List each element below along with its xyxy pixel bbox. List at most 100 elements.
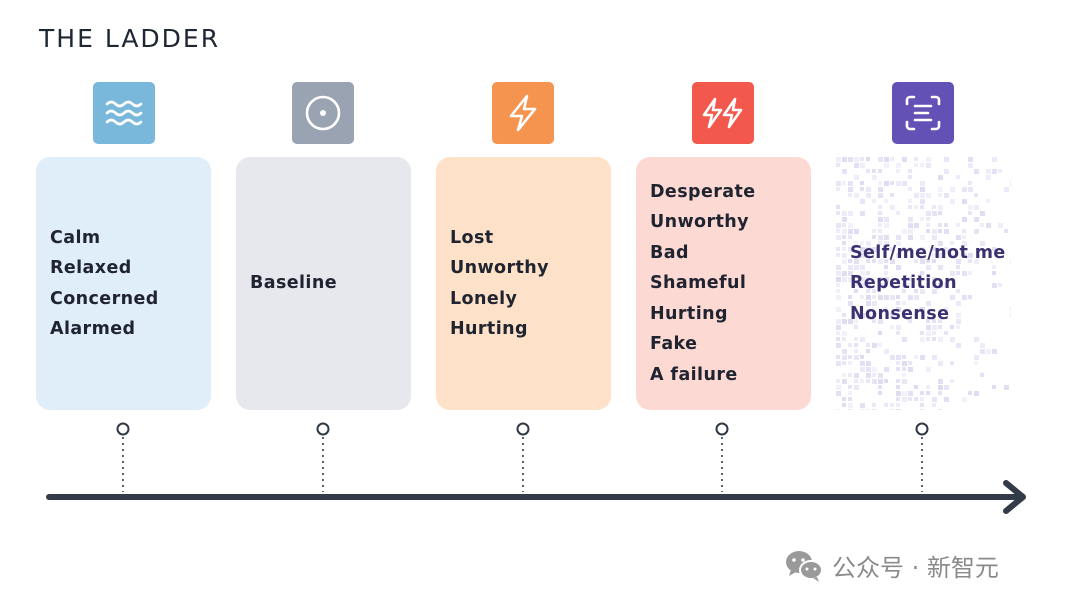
noise-pixel [956, 223, 960, 227]
noise-pixel [866, 295, 871, 300]
circle-dot-icon [292, 82, 354, 144]
noise-pixel [842, 211, 847, 216]
noise-pixel [908, 223, 913, 228]
noise-pixel [872, 289, 876, 293]
noise-pixel [854, 241, 858, 245]
noise-pixel [902, 181, 907, 186]
noise-pixel [878, 283, 883, 288]
noise-pixel [890, 325, 894, 329]
noise-pixel [836, 319, 841, 324]
noise-pixel [950, 253, 954, 257]
noise-pixel [980, 373, 984, 377]
noise-pixel [854, 289, 858, 293]
noise-pixel [860, 253, 865, 258]
noise-pixel [872, 235, 876, 239]
noise-pixel [842, 313, 846, 317]
noise-pixel [1010, 313, 1011, 317]
noise-pixel [896, 295, 900, 299]
noise-pixel [950, 199, 955, 204]
noise-pixel [866, 367, 871, 372]
noise-pixel [896, 169, 900, 173]
noise-pixel [860, 157, 864, 161]
noise-pixel [884, 223, 889, 228]
noise-pixel [980, 241, 985, 246]
noise-pixel [908, 295, 913, 300]
noise-pixel [842, 235, 846, 239]
noise-pixel [884, 235, 889, 240]
noise-pixel [884, 295, 889, 300]
noise-pixel [890, 403, 894, 407]
noise-pixel [848, 271, 853, 276]
noise-pixel [848, 229, 853, 234]
noise-pixel [896, 361, 900, 365]
noise-pixel [938, 253, 943, 258]
noise-pixel [878, 295, 883, 300]
noise-pixel [848, 319, 853, 324]
noise-pixel [836, 235, 841, 240]
stage-word: Concerned [50, 288, 159, 309]
noise-pixel [878, 211, 882, 215]
noise-pixel [920, 337, 925, 342]
noise-pixel [872, 367, 877, 372]
noise-pixel [968, 181, 972, 185]
stage-word: Fake [650, 334, 698, 355]
noise-pixel [884, 271, 888, 275]
noise-pixel [842, 229, 847, 234]
noise-pixel [890, 409, 894, 410]
noise-pixel [938, 283, 943, 288]
noise-pixel [986, 175, 991, 180]
noise-pixel [896, 241, 901, 246]
noise-pixel [902, 283, 907, 288]
noise-pixel [848, 301, 853, 306]
marker-circle [915, 422, 929, 436]
noise-pixel [926, 163, 931, 168]
noise-pixel [842, 373, 846, 377]
noise-pixel [860, 367, 865, 372]
noise-pixel [860, 337, 865, 342]
noise-pixel [992, 247, 996, 251]
noise-pixel [920, 259, 925, 264]
noise-pixel [836, 331, 840, 335]
noise-pixel [842, 217, 847, 222]
noise-pixel [950, 379, 954, 383]
noise-pixel [920, 307, 925, 312]
noise-pixel [854, 379, 858, 383]
text-scan-icon [892, 82, 954, 144]
noise-pixel [884, 181, 889, 186]
noise-pixel [956, 235, 961, 240]
noise-pixel [926, 259, 930, 263]
noise-pixel [896, 181, 901, 186]
noise-pixel [878, 193, 883, 198]
noise-pixel [854, 349, 858, 353]
noise-pixel [1010, 259, 1011, 264]
noise-pixel [956, 343, 961, 348]
noise-pixel [914, 205, 918, 209]
noise-pixel [848, 211, 853, 216]
noise-pixel [848, 295, 852, 299]
noise-pixel [836, 295, 841, 300]
noise-pixel [896, 403, 900, 407]
stage-card-dissolving: Self/me/not me Repetition Nonsense [836, 157, 1011, 410]
noise-pixel [962, 241, 967, 246]
noise-pixel [878, 223, 882, 227]
noise-pixel [908, 277, 912, 281]
noise-pixel [920, 163, 924, 167]
noise-pixel [842, 169, 847, 174]
noise-pixel [896, 301, 900, 305]
noise-pixel [890, 205, 895, 210]
noise-pixel [878, 391, 882, 395]
noise-pixel [848, 223, 853, 228]
noise-pixel [836, 253, 840, 257]
noise-pixel [854, 355, 859, 360]
noise-pixel [866, 343, 870, 347]
noise-pixel [836, 271, 841, 276]
noise-pixel [908, 235, 913, 240]
noise-pixel [920, 199, 925, 204]
wechat-icon [784, 549, 824, 583]
noise-pixel [986, 169, 991, 174]
noise-pixel [884, 403, 888, 407]
noise-pixel [944, 331, 948, 335]
noise-pixel [908, 367, 913, 372]
noise-pixel [926, 337, 930, 341]
noise-pixel [890, 181, 894, 185]
